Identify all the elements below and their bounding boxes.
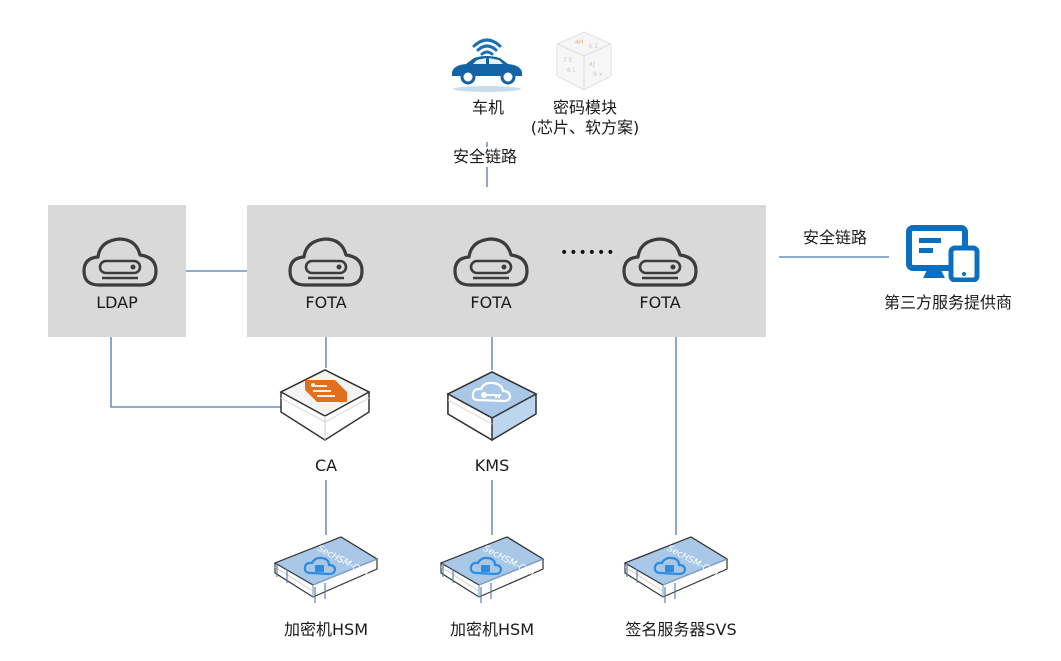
hsm-device-1[interactable]: SecHSM-Cloud (271, 535, 381, 619)
hsm-device-2[interactable]: SecHSM-Cloud (437, 535, 547, 619)
ca-label: CA (314, 456, 338, 475)
cloud-server-icon (622, 237, 698, 287)
cloud-server-icon (288, 237, 364, 287)
cloud-server-icon (81, 229, 159, 293)
svg-text:∂∫: ∂∫ (589, 61, 595, 68)
provider-label: 第三方服务提供商 (883, 293, 1012, 312)
more-nodes-ellipsis: •••••• (560, 245, 616, 261)
svg-text:4H: 4H (575, 39, 583, 46)
hsm-label-2: 加密机HSM (450, 620, 534, 639)
vehicle-icon (446, 32, 528, 94)
cloud-server-icon (453, 237, 529, 287)
svg-text:6 L: 6 L (567, 67, 577, 74)
hsm-server-icon: SecHSM-Cloud (273, 536, 379, 603)
hsm-server-icon: SecHSM-Cloud (439, 536, 545, 603)
vehicle-label: 车机 (471, 98, 504, 117)
secure-link-label-top: 安全链路 (440, 147, 530, 167)
ldap-panel[interactable]: LDAP (48, 205, 186, 337)
crypto-module-label: 密码模块 (芯片、软方案) (520, 98, 650, 138)
svg-text:k 2: k 2 (589, 43, 598, 50)
fota-panel: FOTA FOTA •••••• FOTA (247, 205, 766, 337)
crypto-module-label-line2: (芯片、软方案) (530, 118, 640, 137)
crypto-module-label-line1: 密码模块 (552, 98, 617, 117)
hsm-server-icon: SecHSM-Cloud (623, 536, 729, 603)
fota-label-1: FOTA (305, 293, 347, 312)
fota-node-2[interactable]: FOTA (452, 229, 530, 312)
monitor-tablet-icon (905, 224, 981, 286)
link-ldap-ca (110, 337, 282, 408)
kms-server-icon (446, 371, 538, 442)
fota-node-1[interactable]: FOTA (287, 229, 365, 312)
fota-node-3[interactable]: FOTA (621, 229, 699, 312)
svg-text:9 x: 9 x (593, 71, 603, 78)
kms-label: KMS (474, 456, 510, 475)
fota-label-3: FOTA (639, 293, 681, 312)
crypto-module-icon: 4H 7 E 6 L ∂∫ 9 x k 2 (553, 28, 615, 94)
ldap-label: LDAP (96, 293, 138, 312)
secure-link-label-right: 安全链路 (802, 228, 867, 247)
svs-label: 签名服务器SVS (625, 620, 737, 639)
fota-label-2: FOTA (470, 293, 512, 312)
svs-device[interactable]: SecHSM-Cloud (621, 535, 731, 619)
svg-text:7 E: 7 E (563, 57, 573, 64)
ca-server-icon (279, 369, 371, 441)
kms-device[interactable] (446, 370, 538, 452)
ca-device[interactable] (279, 368, 371, 452)
hsm-label-1: 加密机HSM (284, 620, 368, 639)
